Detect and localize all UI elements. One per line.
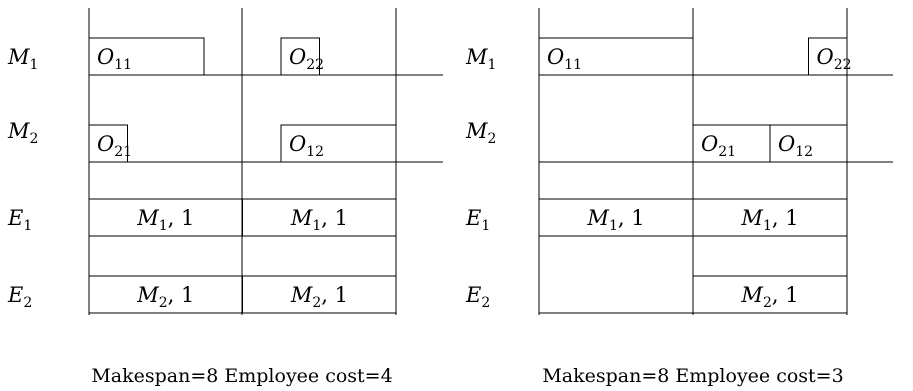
row-label-e1: E1 (465, 206, 490, 234)
block-label: M2, 1 (740, 283, 798, 311)
block-label: M1, 1 (740, 206, 798, 234)
block-label: O11 (547, 45, 582, 73)
block-label: O21 (701, 132, 736, 160)
row-label-m2: M2 (465, 119, 496, 147)
row-label-m2: M2 (7, 119, 38, 147)
gantt-block (280, 124, 397, 163)
caption: Makespan=8 Employee cost=3 (542, 365, 843, 387)
block-label: M2, 1 (136, 283, 194, 311)
block-label: O12 (778, 132, 813, 160)
block-label: M2, 1 (290, 283, 348, 311)
gantt-block (808, 37, 848, 76)
block-label: O22 (289, 45, 324, 73)
row-label-m1: M1 (465, 45, 496, 73)
caption: Makespan=8 Employee cost=4 (91, 365, 392, 387)
block-label: O21 (97, 132, 132, 160)
gantt-block (692, 275, 848, 314)
block-label: O11 (97, 45, 132, 73)
gantt-block (769, 124, 848, 163)
block-label: O12 (289, 132, 324, 160)
row-label-e1: E1 (7, 206, 32, 234)
row-label-m1: M1 (7, 45, 38, 73)
gantt-block (538, 37, 694, 76)
gantt-block (88, 37, 205, 76)
block-label: M1, 1 (290, 206, 348, 234)
gantt-block (242, 198, 397, 237)
block-label: M1, 1 (586, 206, 644, 234)
gantt-block (280, 37, 320, 76)
row-label-e2: E2 (465, 283, 490, 311)
row-label-e2: E2 (7, 283, 32, 311)
gantt-block (242, 275, 397, 314)
block-label: O22 (817, 45, 852, 73)
block-label: M1, 1 (136, 206, 194, 234)
gantt-block (692, 198, 848, 237)
gantt-block (88, 124, 128, 163)
